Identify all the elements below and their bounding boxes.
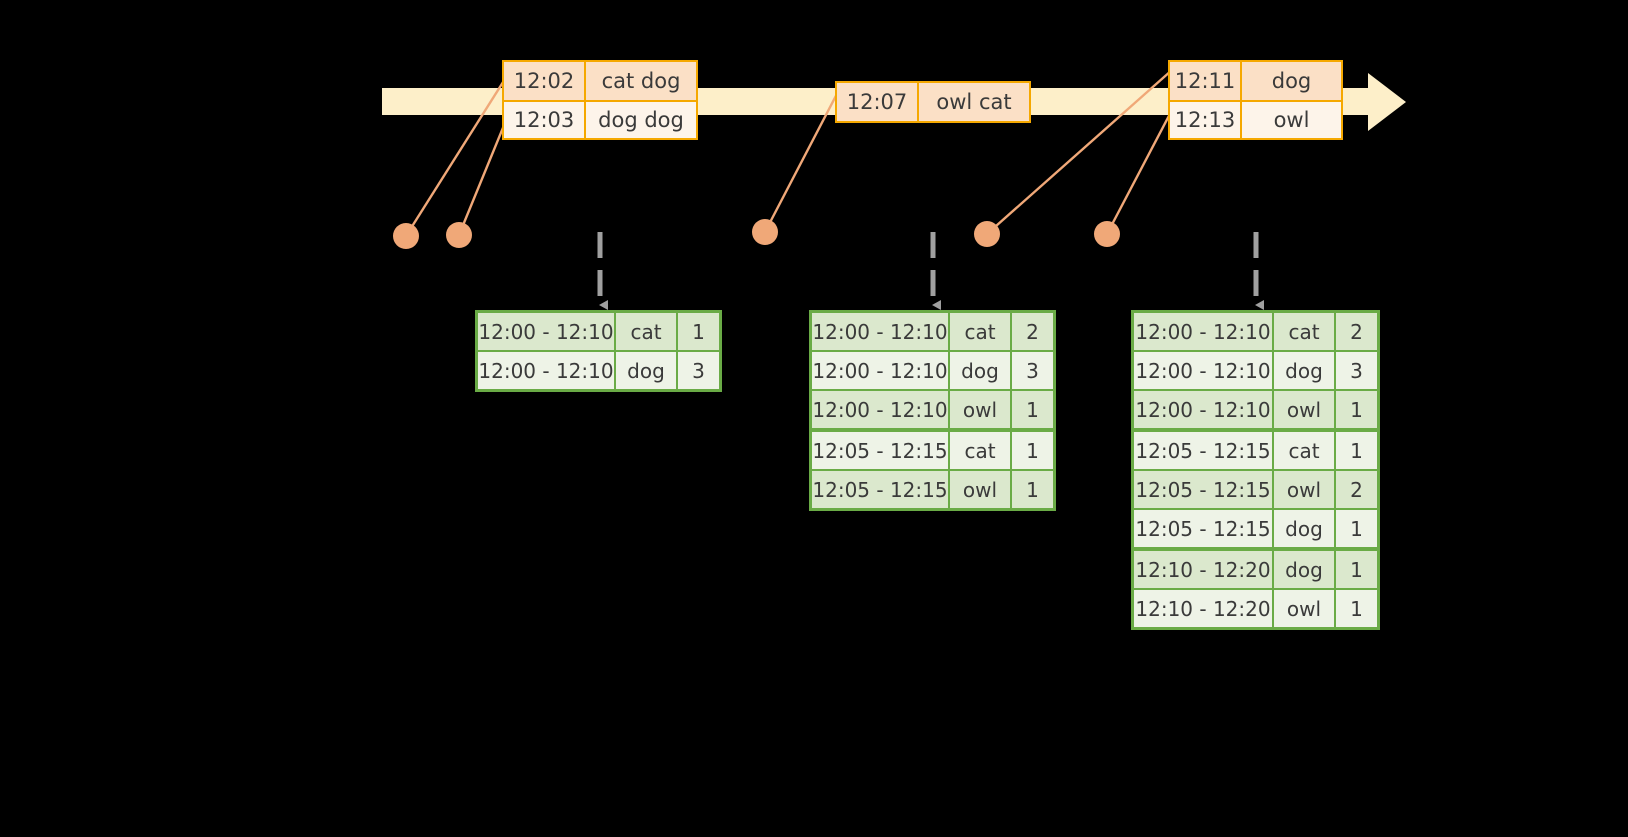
cell-window: 12:05 - 12:15: [812, 432, 950, 469]
cell-word: owl: [1274, 391, 1336, 428]
cell-count: 3: [1336, 352, 1377, 389]
cell-count: 2: [1336, 313, 1377, 350]
timeline-event-row[interactable]: 12:07 owl cat: [837, 83, 1029, 121]
cell-word: cat: [950, 313, 1012, 350]
cell-count: 1: [1012, 391, 1053, 428]
cell-word: dog: [1274, 352, 1336, 389]
cell-count: 1: [1012, 432, 1053, 469]
cell-count: 1: [1336, 432, 1377, 469]
timeline-event-group-1[interactable]: 12:02 cat dog 12:03 dog dog: [502, 60, 698, 140]
cell-window: 12:00 - 12:10: [1134, 391, 1274, 428]
cell-count: 1: [1336, 590, 1377, 627]
event-dot: [1094, 221, 1120, 247]
cell-word: dog: [1274, 551, 1336, 588]
event-value: dog: [1242, 62, 1341, 100]
event-dot: [446, 222, 472, 248]
event-value: owl cat: [919, 83, 1029, 121]
cell-word: cat: [616, 313, 678, 350]
cell-count: 1: [678, 313, 719, 350]
cell-window: 12:05 - 12:15: [1134, 432, 1274, 469]
cell-window: 12:05 - 12:15: [812, 471, 950, 508]
timeline-event-row[interactable]: 12:11 dog: [1170, 62, 1341, 100]
leader-line: [1105, 109, 1174, 235]
leader-line: [457, 117, 509, 236]
cell-word: dog: [1274, 510, 1336, 547]
event-dot: [752, 219, 778, 245]
cell-word: cat: [1274, 432, 1336, 469]
cell-window: 12:00 - 12:10: [1134, 313, 1274, 350]
dot-group: [393, 219, 1120, 249]
event-value: owl: [1242, 102, 1341, 138]
event-time: 12:02: [504, 62, 586, 100]
event-dot: [974, 221, 1000, 247]
cell-window: 12:00 - 12:10: [1134, 352, 1274, 389]
cell-word: dog: [616, 352, 678, 389]
cell-window: 12:00 - 12:10: [478, 313, 616, 350]
cell-count: 3: [678, 352, 719, 389]
timeline-event-row[interactable]: 12:02 cat dog: [504, 62, 696, 100]
cell-count: 1: [1012, 471, 1053, 508]
cell-word: owl: [1274, 471, 1336, 508]
timeline-event-row[interactable]: 12:13 owl: [1170, 100, 1341, 138]
event-time: 12:13: [1170, 102, 1242, 138]
cell-word: cat: [1274, 313, 1336, 350]
cell-window: 12:05 - 12:15: [1134, 510, 1274, 547]
cell-count: 1: [1336, 551, 1377, 588]
cell-word: owl: [950, 391, 1012, 428]
cell-window: 12:00 - 12:10: [812, 391, 950, 428]
timeline-event-row[interactable]: 12:03 dog dog: [504, 100, 696, 138]
cell-window: 12:00 - 12:10: [478, 352, 616, 389]
cell-word: owl: [950, 471, 1012, 508]
timeline-event-group-3[interactable]: 12:11 dog 12:13 owl: [1168, 60, 1343, 140]
event-time: 12:11: [1170, 62, 1242, 100]
cell-word: cat: [950, 432, 1012, 469]
cell-window: 12:00 - 12:10: [812, 313, 950, 350]
event-value: dog dog: [586, 102, 696, 138]
down-arrow-group: [597, 232, 1264, 310]
timeline-event-group-2[interactable]: 12:07 owl cat: [835, 81, 1031, 123]
cell-window: 12:10 - 12:20: [1134, 551, 1274, 588]
event-dot: [393, 223, 419, 249]
cell-window: 12:10 - 12:20: [1134, 590, 1274, 627]
cell-count: 1: [1336, 391, 1377, 428]
cell-count: 2: [1336, 471, 1377, 508]
cell-word: dog: [950, 352, 1012, 389]
cell-count: 2: [1012, 313, 1053, 350]
cell-window: 12:00 - 12:10: [812, 352, 950, 389]
event-time: 12:07: [837, 83, 919, 121]
cell-count: 3: [1012, 352, 1053, 389]
cell-window: 12:05 - 12:15: [1134, 471, 1274, 508]
cell-count: 1: [1336, 510, 1377, 547]
event-time: 12:03: [504, 102, 586, 138]
event-value: cat dog: [586, 62, 696, 100]
timeline-arrowhead-icon: [1368, 73, 1406, 131]
cell-word: owl: [1274, 590, 1336, 627]
